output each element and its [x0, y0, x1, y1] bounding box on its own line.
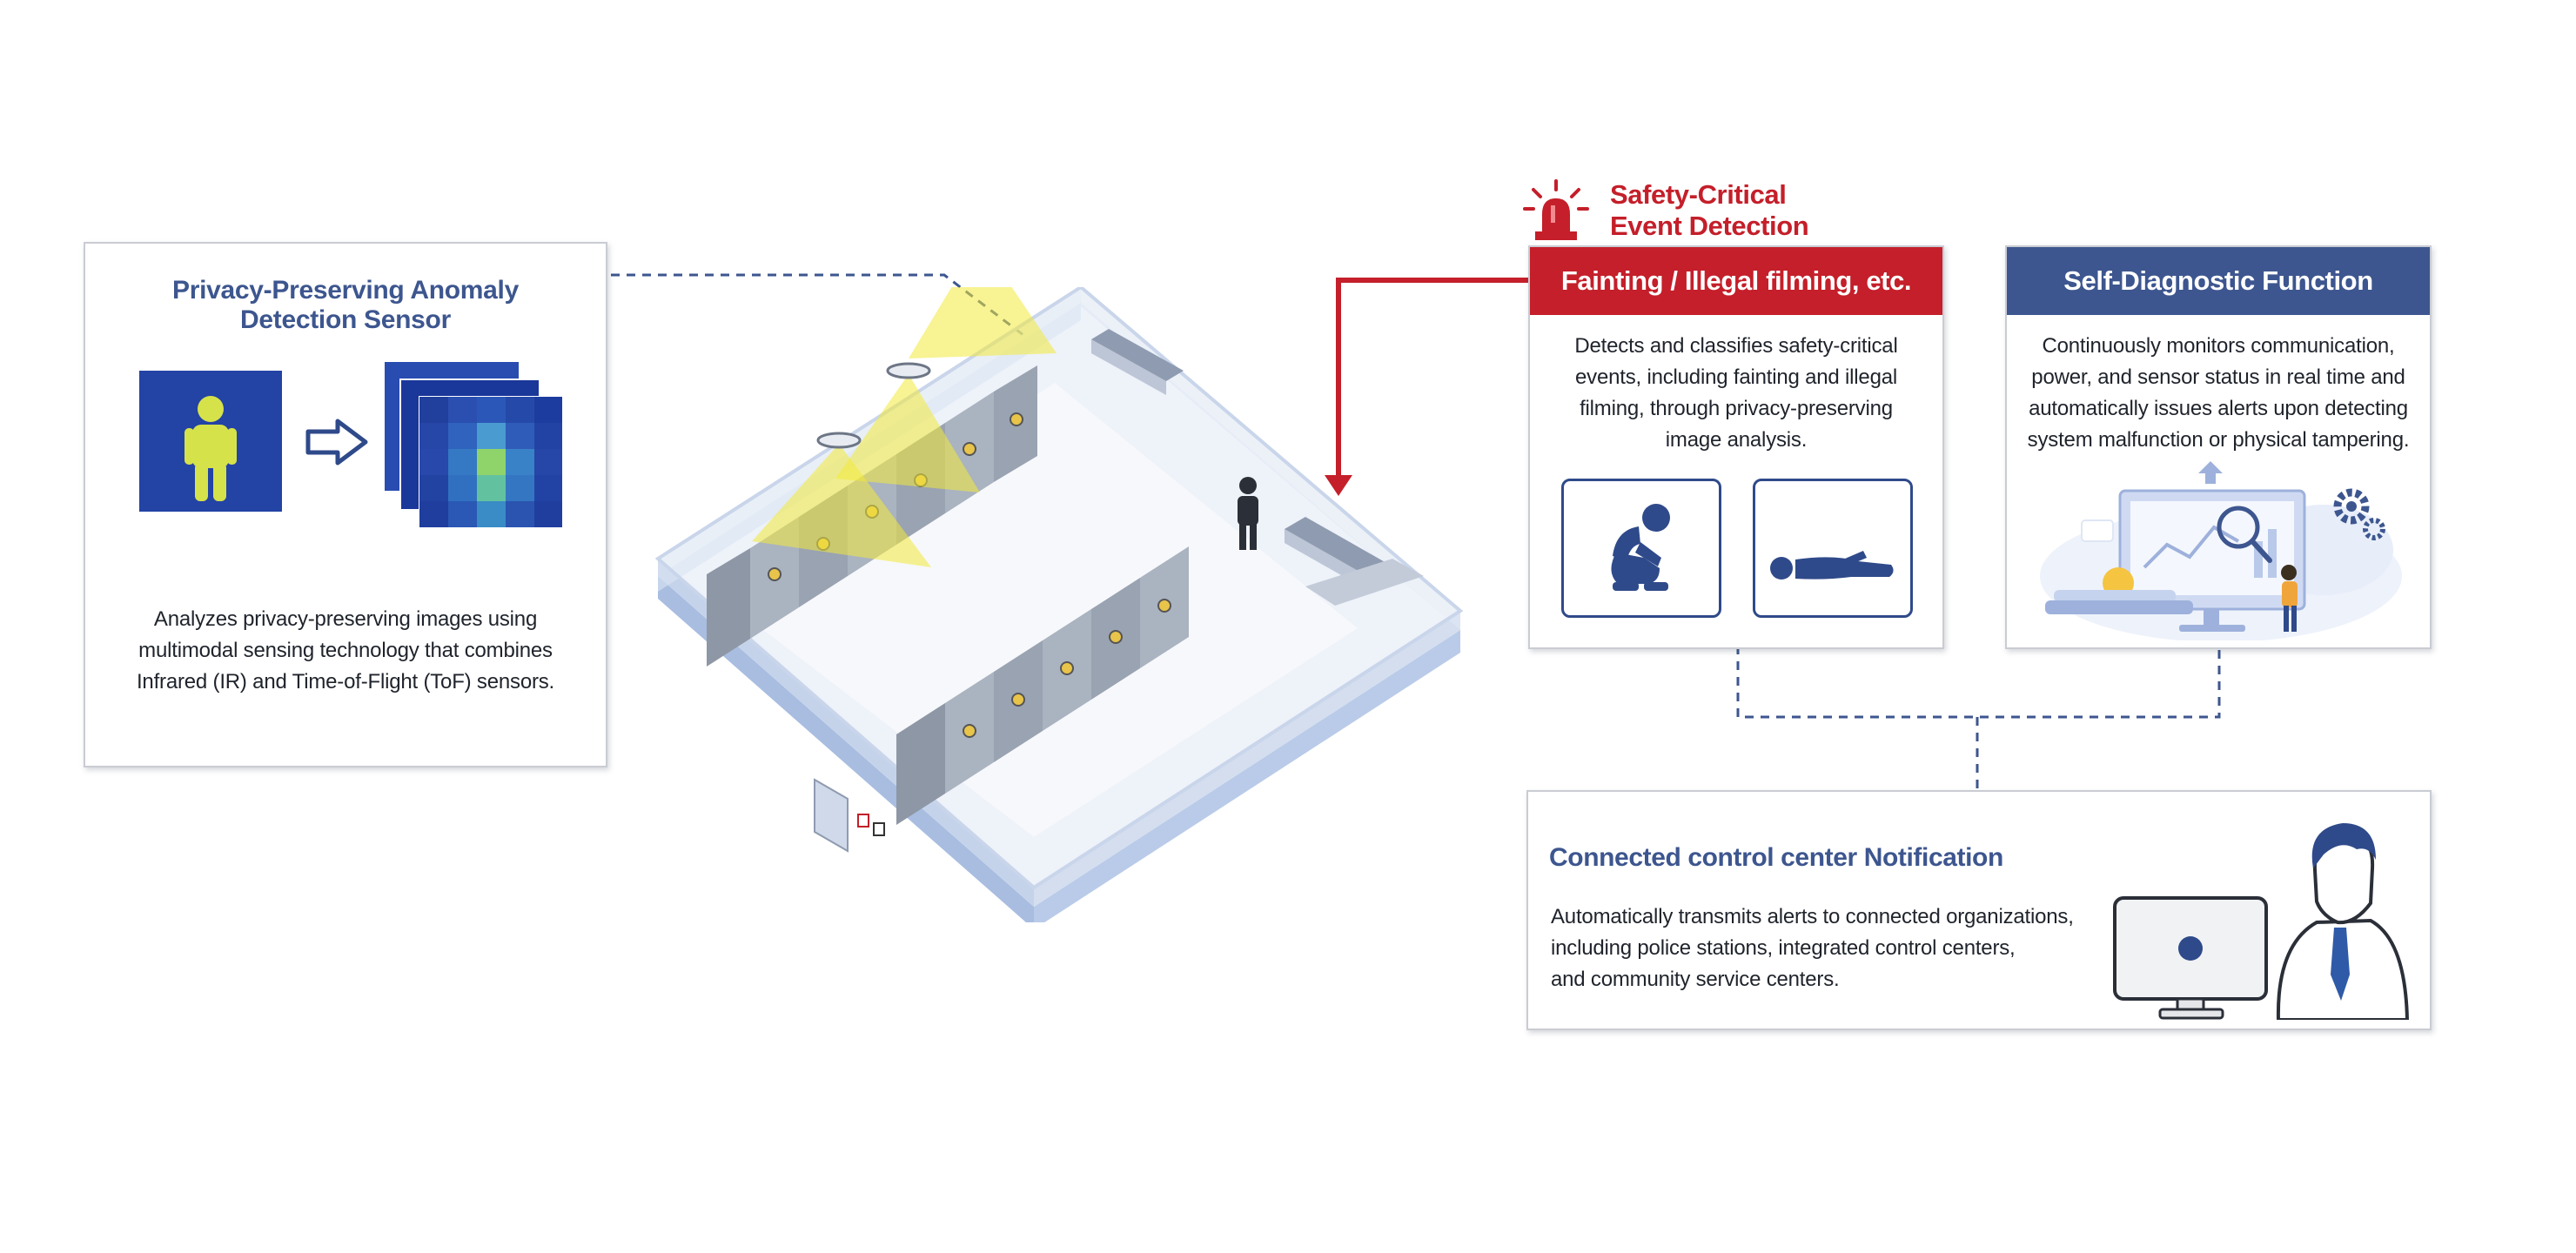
detection-red-arrow-line: [1336, 278, 1528, 480]
control-center-notification-panel: Connected control center Notification Au…: [1526, 790, 2432, 1030]
right-arrow-icon: [305, 419, 368, 466]
outer-wall-left-face: [658, 559, 1034, 907]
technician-figure: [2281, 565, 2298, 632]
event-desc-line4: image analysis.: [1665, 428, 1808, 452]
ceiling-sensor-2: [835, 362, 980, 492]
sensor-panel-title-line1: Privacy-Preserving Anomaly: [172, 276, 519, 305]
crouching-person-icon-box: [1561, 479, 1721, 618]
self-diagnostic-panel: Self-Diagnostic Function Continuously mo…: [2005, 245, 2432, 649]
panels-join-dashed-line: [1736, 646, 2221, 719]
ceiling-sensor-3: [909, 287, 1057, 358]
alert-label-line1: Safety-Critical: [1610, 179, 1787, 210]
diag-desc-line4: system malfunction or physical tampering…: [2027, 428, 2410, 452]
upload-arrow-icon: [2198, 461, 2223, 484]
notify-desc-line1: Automatically transmits alerts to connec…: [1551, 905, 2074, 928]
standing-person-figure: [1238, 477, 1258, 550]
siren-icon: [1523, 179, 1589, 240]
detection-red-arrowhead: [1325, 475, 1352, 496]
sensor-panel-desc-line3: Infrared (IR) and Time-of-Flight (ToF) s…: [136, 670, 555, 694]
sensor-panel: Privacy-Preserving Anomaly Detection Sen…: [84, 242, 607, 767]
event-desc-line3: filming, through privacy-preserving: [1580, 397, 1893, 420]
system-monitoring-illustration: [2040, 461, 2402, 640]
thermal-heatmap-icon: [385, 362, 563, 528]
sensor-panel-desc-line2: multimodal sensing technology that combi…: [138, 639, 553, 662]
sensor-to-room-dashed-line: [611, 273, 1158, 439]
door-sign-dark: [873, 822, 885, 836]
diag-desc-line3: automatically issues alerts upon detecti…: [2029, 397, 2408, 420]
back-sink-counter: [1091, 339, 1166, 395]
self-diagnostic-header: Self-Diagnostic Function: [2007, 247, 2430, 315]
sensor-panel-desc-line1: Analyzes privacy-preserving images using: [153, 607, 538, 631]
lying-person-icon: [1770, 551, 1894, 580]
gear-icon: [2333, 488, 2370, 525]
notify-desc-line3: and community service centers.: [1551, 968, 1840, 991]
event-detection-header: Fainting / Illegal filming, etc.: [1530, 247, 1942, 315]
entry-door: [814, 778, 849, 853]
alert-label-line2: Event Detection: [1610, 211, 1809, 241]
monitor-camera-dot: [2178, 936, 2203, 961]
restroom-isometric-illustration: [654, 287, 1464, 922]
sensor-panel-title-line2: Detection Sensor: [240, 305, 451, 334]
floor-slab-right-face: [1034, 630, 1460, 922]
diag-desc-line2: power, and sensor status in real time an…: [2031, 365, 2405, 389]
changing-table: [1305, 559, 1424, 606]
lying-person-icon-box: [1753, 479, 1913, 618]
front-stall-row: [896, 546, 1189, 825]
event-desc-line1: Detects and classifies safety-critical: [1574, 334, 1898, 358]
notify-title: Connected control center Notification: [1549, 843, 2003, 872]
notify-desc-line2: including police stations, integrated co…: [1551, 936, 2016, 960]
ceiling-sensor-1: [752, 432, 931, 567]
operator-hair: [2311, 823, 2376, 868]
crouching-person-icon: [1611, 504, 1670, 591]
diag-desc-line1: Continuously monitors communication,: [2042, 334, 2395, 358]
event-desc-line2: events, including fainting and illegal: [1575, 365, 1897, 389]
person-icon: [139, 371, 282, 512]
operator-at-monitor-illustration: [2113, 823, 2410, 1020]
floor-slab-left-face: [658, 576, 1034, 922]
door-sign-red: [857, 814, 869, 828]
outer-wall-right-face: [1034, 611, 1460, 907]
event-detection-panel: Fainting / Illegal filming, etc. Detects…: [1528, 245, 1944, 649]
